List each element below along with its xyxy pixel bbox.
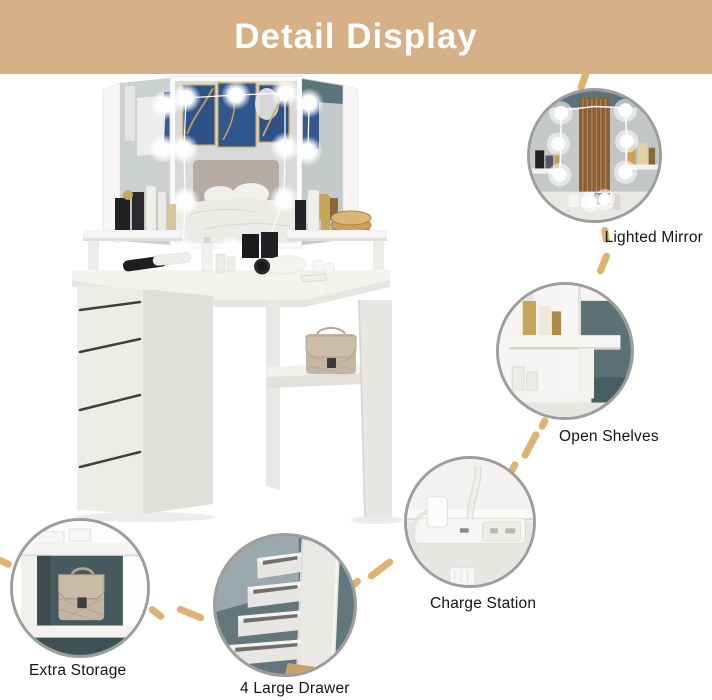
handbag <box>305 327 357 375</box>
callout-label-large-drawer: 4 Large Drawer <box>240 680 350 697</box>
handbag <box>58 567 105 621</box>
connector-dash <box>519 430 541 460</box>
callout-photo-lighted-mirror <box>527 88 662 223</box>
callout-photo-extra-storage <box>10 518 150 658</box>
connector-dash <box>0 553 13 569</box>
callout-photo-large-drawer <box>213 533 357 677</box>
connector-dash <box>595 251 611 275</box>
callout-label-lighted-mirror: Lighted Mirror <box>604 229 703 246</box>
main-product-photo <box>55 74 433 524</box>
header-banner: Detail Display <box>0 0 712 74</box>
vanity-desk-illustration <box>72 75 403 524</box>
callout-photo-open-shelves <box>496 282 634 420</box>
callout-label-charge-station: Charge Station <box>430 595 537 612</box>
callout-photo-charge-station <box>404 456 536 588</box>
connector-dash <box>146 604 166 622</box>
page-title: Detail Display <box>234 17 478 56</box>
callout-label-open-shelves: Open Shelves <box>559 428 659 445</box>
connector-dash <box>365 557 395 581</box>
callout-label-extra-storage: Extra Storage <box>29 662 127 679</box>
connector-dash <box>175 604 205 622</box>
